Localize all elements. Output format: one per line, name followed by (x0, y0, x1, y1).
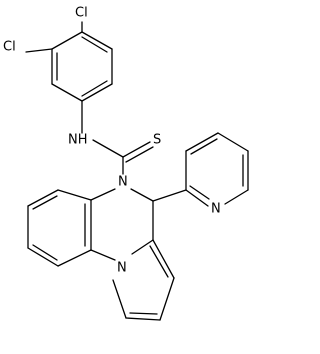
bond-c-pyridyl (152, 189, 187, 202)
bond (57, 189, 92, 201)
pyridine-nitrogen-label: N (211, 202, 221, 217)
bond (159, 277, 175, 321)
nh-label: NH (68, 133, 88, 148)
bond (51, 31, 83, 50)
pyrazine-ring (90, 188, 154, 261)
bond (90, 188, 116, 201)
chlorine-label-left: Cl (3, 40, 16, 55)
bond (217, 132, 249, 152)
amide-nitrogen-label: N (118, 175, 128, 190)
structure-canvas: Cl Cl NH S N N N (3, 6, 249, 321)
pyrrole-ring (112, 239, 175, 321)
bond-cl-left (25, 48, 53, 53)
bond (112, 279, 127, 319)
bond (189, 185, 210, 200)
bond (90, 249, 116, 261)
bond (149, 245, 169, 278)
bond (185, 132, 219, 152)
dichlorophenyl-ring (51, 31, 113, 102)
bond (152, 239, 175, 279)
bond (190, 138, 218, 155)
bond (131, 239, 154, 255)
pyrrole-nitrogen-label: N (117, 261, 127, 276)
bond (32, 244, 58, 261)
chemical-structure: Cl Cl NH S N N N (3, 6, 249, 321)
sulfur-label: S (153, 133, 161, 148)
bond (81, 80, 108, 97)
bond-c-s (122, 141, 151, 158)
bond (57, 249, 92, 267)
bond (125, 317, 161, 321)
bond (27, 189, 59, 207)
bond (51, 83, 83, 102)
bond (129, 312, 158, 315)
bond-nh-c (92, 139, 124, 158)
pyridine-ring (185, 132, 249, 207)
bond (32, 195, 58, 210)
bond (27, 247, 59, 267)
bond (81, 83, 113, 102)
chlorine-label-top: Cl (75, 6, 88, 21)
bond (81, 31, 113, 50)
atom-labels: Cl Cl NH S N N N (3, 6, 221, 276)
bond (185, 189, 209, 207)
benzo-ring (27, 189, 92, 267)
bond (81, 36, 108, 53)
bond (224, 189, 249, 205)
bond-c-s-double (125, 146, 154, 163)
bond (130, 188, 154, 202)
